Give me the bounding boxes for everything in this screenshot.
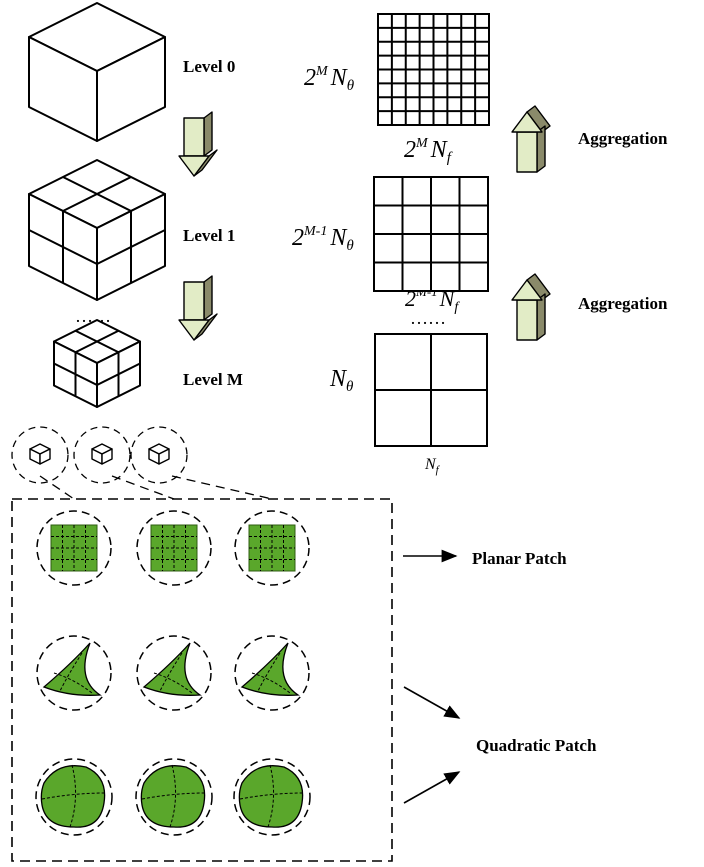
patch-curve [251, 672, 291, 694]
level-m-col-label: Nf [424, 456, 441, 476]
small-cube-icon [101, 448, 113, 465]
patch-circle [36, 635, 112, 711]
connector-line [171, 475, 273, 500]
refine-arrow-down [178, 319, 210, 341]
aggregation-arrow-up [536, 293, 546, 341]
level-0-label: Level 0 [183, 57, 235, 76]
refine-arrow-down [183, 117, 205, 157]
quadratic-patch-tri [240, 642, 300, 696]
patch-curve [141, 792, 207, 800]
refine-arrow-down [203, 275, 213, 321]
cube-level-m-edge [53, 362, 98, 386]
connector-line [111, 475, 175, 500]
quadratic-patch-quad [40, 765, 106, 828]
quadratic-patch-tri [42, 642, 102, 696]
small-cube-circle [130, 426, 188, 484]
ellipsis-left: …… [75, 306, 111, 326]
patch-circle [35, 758, 113, 836]
small-cube-circle [11, 426, 69, 484]
patch-circle [136, 635, 212, 711]
aggregation-arrow-up [536, 125, 546, 173]
connector-line [39, 475, 75, 500]
quadratic-patch-quad [238, 765, 304, 828]
patch-curve [267, 764, 274, 828]
cube-level-1-edge [62, 176, 132, 212]
quadratic-patch-arrow-lower [403, 771, 461, 804]
refine-arrow-down [183, 281, 205, 321]
refine-arrow-down [178, 155, 210, 177]
aggregation-label-bottom: Aggregation [578, 294, 668, 313]
aggregation-arrow-up [511, 279, 543, 301]
ellipsis-right: …… [410, 308, 446, 328]
quadratic-patch-quad [140, 765, 206, 828]
planar-patch-label: Planar Patch [472, 549, 567, 568]
patch-box [11, 498, 393, 862]
level-m-label: Level M [183, 370, 243, 389]
aggregation-label-top: Aggregation [578, 129, 668, 148]
patch-circle [136, 510, 212, 586]
level-1-label: Level 1 [183, 226, 235, 245]
cube-level-m-edge [75, 329, 119, 354]
patch-curve [239, 792, 305, 800]
cube-level-0 [96, 36, 166, 142]
refine-arrow-down [203, 111, 213, 157]
patch-circle [234, 635, 310, 711]
cube-level-m-edge [96, 362, 141, 386]
cube-level-1-edge [96, 229, 166, 265]
patch-curve [59, 652, 83, 692]
patch-curve [159, 652, 183, 692]
patch-circle [36, 510, 112, 586]
quadratic-patch-label: Quadratic Patch [476, 736, 597, 755]
small-cube-circle [73, 426, 131, 484]
cube-level-1-edge [28, 229, 98, 265]
quadratic-patch-arrow-upper [403, 686, 461, 719]
patch-curve [153, 672, 193, 694]
aggregation-arrow-up [516, 299, 538, 341]
patch-circle [135, 758, 213, 836]
patch-curve [53, 672, 93, 694]
patch-curve [41, 792, 107, 800]
small-cube-icon [39, 448, 51, 465]
small-cube-icon [158, 448, 170, 465]
patch-circle [233, 758, 311, 836]
aggregation-arrow-up [511, 111, 543, 133]
aggregation-arrow-up [516, 131, 538, 173]
patch-curve [169, 764, 176, 828]
level-m-row-label: Nθ [329, 366, 354, 395]
quadratic-patch-tri [142, 642, 202, 696]
patch-circle [234, 510, 310, 586]
patch-curve [257, 652, 281, 692]
patch-curve [69, 764, 76, 828]
